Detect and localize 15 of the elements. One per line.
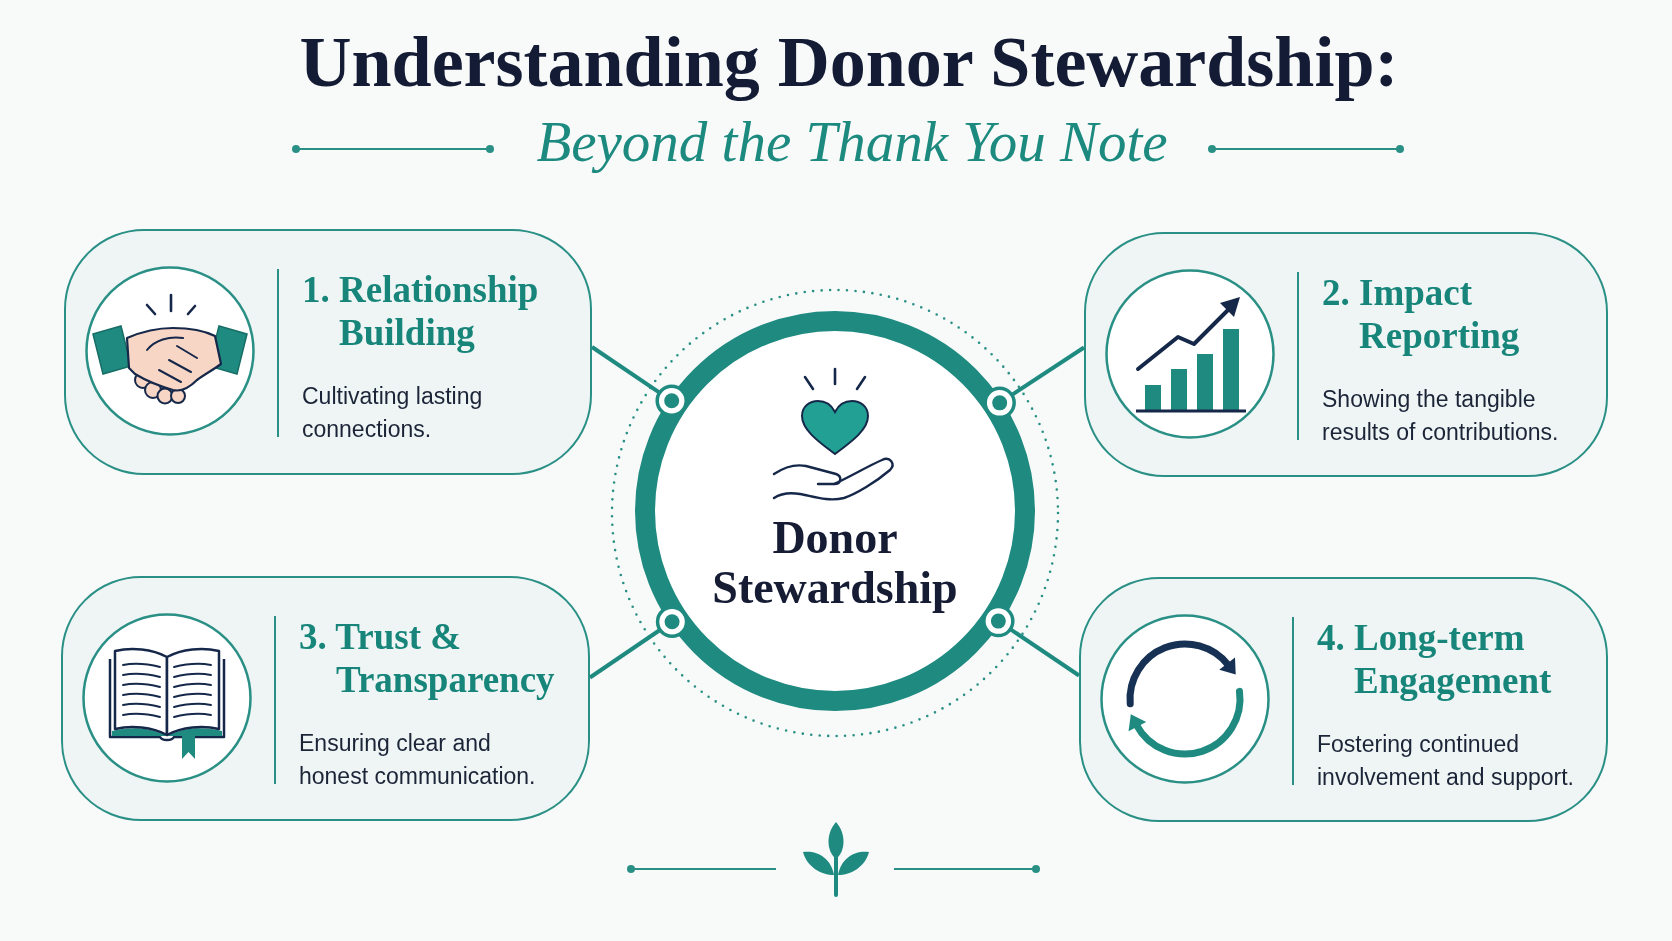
hub-label: Donor Stewardship bbox=[711, 513, 959, 613]
card-description: Ensuring clear and honest communication. bbox=[299, 729, 537, 791]
card-heading: 3. Trust & Transparency bbox=[299, 615, 556, 701]
card-description: Showing the tangible results of contributions. bbox=[1322, 385, 1560, 447]
card-heading: 2. Impact Reporting bbox=[1322, 271, 1521, 357]
title: Understanding Donor Stewardship: bbox=[298, 21, 1400, 104]
card-description: Fostering continued involvement and support. bbox=[1317, 730, 1575, 792]
card-heading: 4. Long-term Engagement bbox=[1317, 616, 1553, 702]
topic-card bbox=[64, 229, 592, 475]
topic-card bbox=[1084, 232, 1608, 477]
subtitle: Beyond the Thank You Note bbox=[535, 110, 1169, 174]
card-description: Cultivating lasting connections. bbox=[302, 382, 484, 444]
topic-card bbox=[61, 576, 590, 821]
topic-card bbox=[1079, 577, 1608, 822]
card-heading: 1. Relationship Building bbox=[302, 268, 540, 354]
